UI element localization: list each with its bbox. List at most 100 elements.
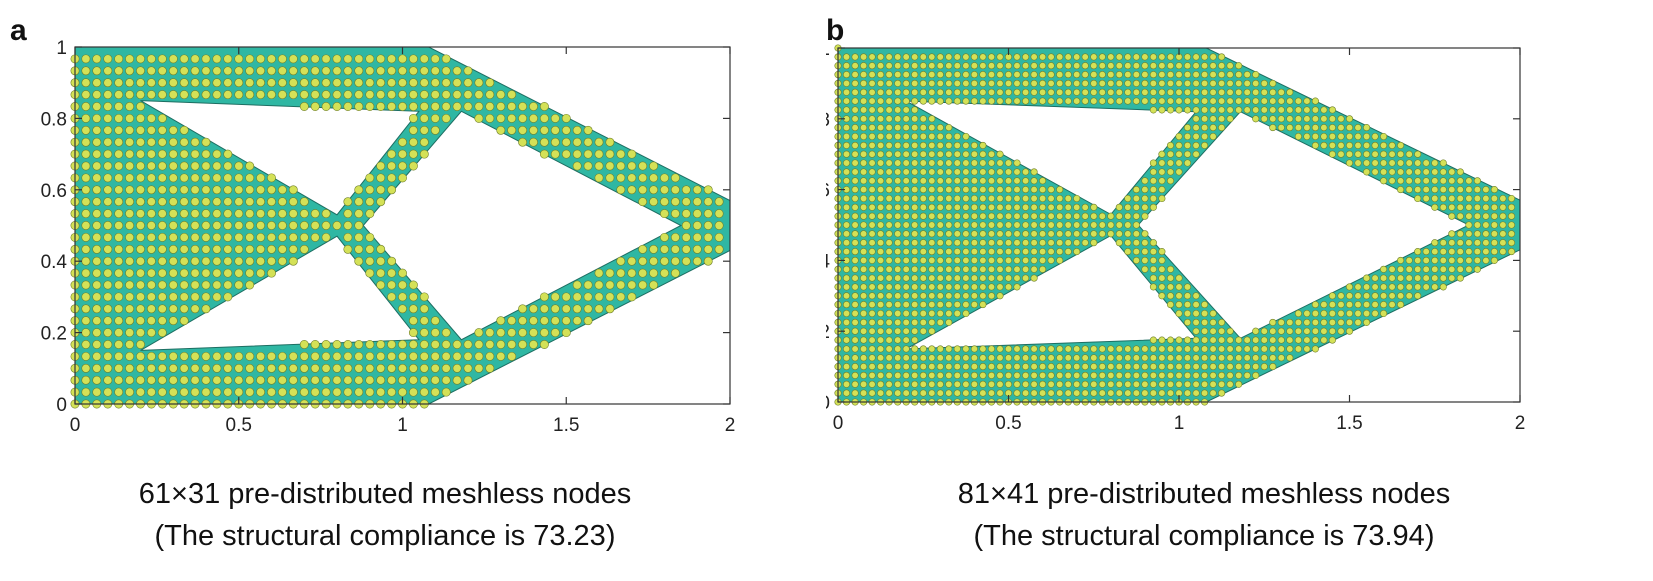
mesh-node	[842, 283, 851, 291]
mesh-node	[1286, 88, 1294, 96]
mesh-node	[979, 62, 987, 70]
mesh-node	[1380, 265, 1388, 273]
mesh-node	[877, 256, 885, 264]
mesh-node	[1004, 221, 1013, 229]
mesh-node	[851, 363, 859, 371]
mesh-node	[507, 113, 517, 123]
mesh-node	[970, 150, 978, 158]
mesh-node	[387, 292, 397, 302]
mesh-node	[1482, 256, 1490, 264]
mesh-node	[190, 351, 200, 361]
mesh-node	[928, 371, 936, 379]
mesh-node	[911, 239, 919, 247]
x-tick-label: 1.5	[553, 415, 579, 436]
mesh-node	[1363, 318, 1371, 326]
mesh-node	[376, 78, 386, 88]
mesh-node	[1431, 283, 1439, 291]
mesh-node	[157, 387, 167, 397]
mesh-node	[1056, 221, 1064, 229]
mesh-node	[1201, 124, 1209, 132]
mesh-node	[1414, 292, 1422, 300]
mesh-node	[354, 375, 364, 385]
mesh-node	[1107, 380, 1115, 388]
mesh-node	[1439, 239, 1447, 247]
mesh-node	[970, 265, 978, 273]
mesh-node	[81, 316, 91, 326]
mesh-node	[288, 221, 298, 230]
mesh-node	[92, 113, 102, 123]
mesh-node	[136, 363, 145, 373]
mesh-node	[911, 53, 919, 61]
mesh-node	[1141, 71, 1149, 79]
mesh-node	[81, 304, 91, 314]
mesh-node	[441, 328, 451, 338]
mesh-node	[842, 168, 851, 176]
mesh-node	[1269, 79, 1277, 87]
mesh-node	[962, 389, 970, 397]
mesh-node	[1183, 97, 1192, 105]
mesh-node	[398, 375, 407, 385]
mesh-node	[1004, 79, 1013, 87]
mesh-node	[1013, 239, 1021, 247]
mesh-node	[627, 161, 637, 171]
mesh-node	[1022, 97, 1030, 105]
mesh-node	[1149, 371, 1157, 379]
mesh-node	[103, 280, 113, 290]
mesh-node	[860, 389, 868, 397]
mesh-node	[212, 292, 222, 302]
mesh-node	[1073, 212, 1081, 220]
mesh-node	[605, 149, 615, 159]
mesh-node	[902, 292, 910, 300]
mesh-node	[970, 380, 978, 388]
mesh-node	[928, 389, 936, 397]
mesh-node	[1490, 194, 1498, 203]
mesh-node	[365, 363, 375, 373]
mesh-node	[860, 221, 868, 229]
mesh-node	[885, 141, 893, 149]
mesh-node	[103, 173, 113, 183]
mesh-node	[496, 125, 506, 135]
mesh-node	[1124, 345, 1132, 353]
mesh-node	[81, 221, 91, 230]
mesh-node	[1175, 132, 1183, 141]
mesh-node	[419, 113, 429, 123]
mesh-node	[168, 78, 178, 88]
mesh-node	[919, 194, 927, 203]
mesh-node	[1439, 274, 1447, 282]
mesh-node	[1439, 194, 1447, 203]
mesh-node	[911, 292, 919, 300]
caption-line-2: (The structural compliance is 73.23)	[154, 520, 616, 552]
mesh-node	[485, 340, 495, 349]
mesh-node	[1115, 88, 1123, 96]
mesh-node	[92, 149, 102, 159]
mesh-node	[877, 265, 885, 273]
mesh-node	[1277, 327, 1285, 335]
mesh-node	[157, 268, 167, 278]
mesh-node	[1397, 159, 1405, 167]
mesh-node	[1149, 168, 1157, 176]
mesh-node	[1431, 177, 1439, 185]
mesh-node	[868, 168, 876, 176]
mesh-node	[1141, 97, 1149, 105]
mesh-node	[234, 375, 244, 385]
mesh-node	[945, 301, 953, 309]
mesh-node	[1124, 194, 1132, 203]
mesh-node	[1039, 194, 1047, 203]
mesh-node	[103, 90, 113, 100]
mesh-node	[928, 124, 936, 132]
mesh-node	[1260, 336, 1268, 344]
mesh-node	[1056, 97, 1064, 105]
mesh-node	[354, 387, 364, 397]
mesh-node	[1465, 203, 1473, 211]
mesh-node	[1328, 292, 1336, 300]
mesh-node	[692, 185, 702, 195]
mesh-node	[1507, 221, 1516, 229]
mesh-node	[234, 363, 244, 373]
mesh-node	[877, 124, 885, 132]
mesh-node	[190, 363, 200, 373]
mesh-node	[81, 232, 91, 242]
mesh-node	[953, 389, 961, 397]
mesh-node	[842, 309, 851, 318]
mesh-node	[277, 244, 287, 254]
mesh-node	[970, 292, 978, 300]
